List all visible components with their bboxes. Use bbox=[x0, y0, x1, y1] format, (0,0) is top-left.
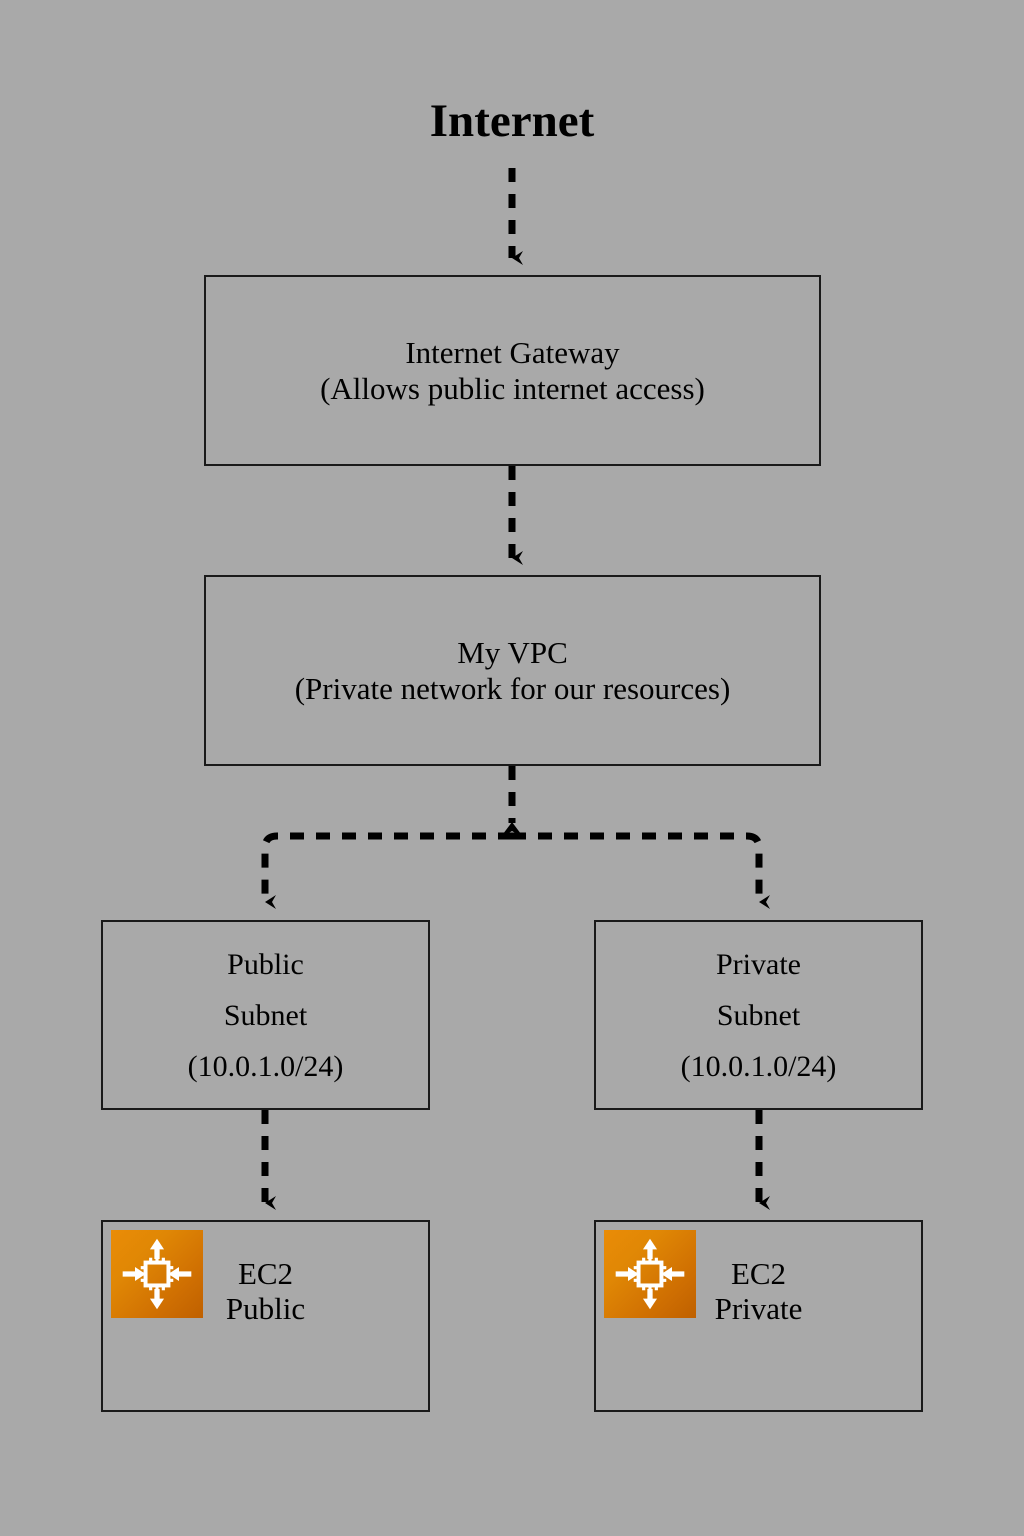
private-subnet-cidr: (10.0.1.0/24) bbox=[680, 1049, 837, 1083]
vpc-title: My VPC bbox=[457, 635, 568, 671]
internet-gateway-title: Internet Gateway bbox=[405, 335, 620, 371]
edge-split-to-public-subnet bbox=[261, 832, 512, 909]
ec2-private-inner: EC2 Private bbox=[596, 1222, 921, 1410]
node-vpc[interactable]: My VPC (Private network for our resource… bbox=[204, 575, 821, 766]
diagram-title-internet: Internet bbox=[429, 95, 595, 147]
public-subnet-line-1: Public bbox=[227, 947, 304, 981]
node-ec2-public[interactable]: EC2 Public bbox=[101, 1220, 430, 1412]
ec2-private-label: EC2 Private bbox=[596, 1256, 921, 1327]
edge-split-to-private-subnet bbox=[512, 832, 770, 909]
private-subnet-line-1: Private bbox=[716, 947, 801, 981]
ec2-private-line-2: Private bbox=[714, 1291, 803, 1327]
edge-vpc-to-split bbox=[500, 766, 524, 838]
node-ec2-private[interactable]: EC2 Private bbox=[594, 1220, 923, 1412]
node-public-subnet[interactable]: Public Subnet (10.0.1.0/24) bbox=[101, 920, 430, 1110]
private-subnet-line-2: Subnet bbox=[716, 998, 801, 1032]
ec2-private-line-1: EC2 bbox=[730, 1256, 787, 1291]
ec2-public-line-1: EC2 bbox=[237, 1256, 294, 1291]
ec2-instance-icon bbox=[604, 1230, 696, 1318]
public-subnet-line-2: Subnet bbox=[223, 998, 308, 1032]
ec2-public-line-2: Public bbox=[225, 1291, 306, 1327]
internet-gateway-subtitle: (Allows public internet access) bbox=[320, 370, 705, 406]
public-subnet-cidr: (10.0.1.0/24) bbox=[187, 1049, 344, 1083]
node-private-subnet[interactable]: Private Subnet (10.0.1.0/24) bbox=[594, 920, 923, 1110]
node-internet-gateway[interactable]: Internet Gateway (Allows public internet… bbox=[204, 275, 821, 466]
ec2-public-inner: EC2 Public bbox=[103, 1222, 428, 1410]
ec2-instance-icon bbox=[111, 1230, 203, 1318]
ec2-public-label: EC2 Public bbox=[103, 1256, 428, 1327]
vpc-subtitle: (Private network for our resources) bbox=[294, 670, 731, 706]
